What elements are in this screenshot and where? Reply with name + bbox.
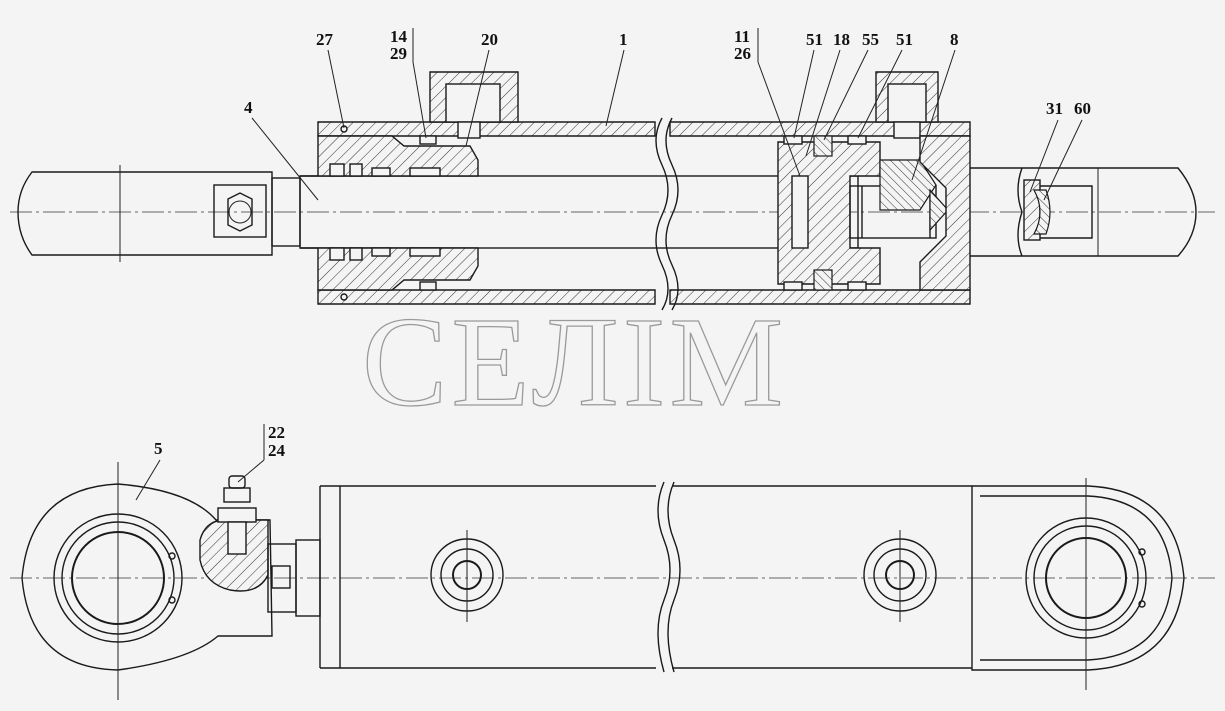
callout-51-b: 51	[896, 30, 913, 49]
clevis-top	[970, 167, 1197, 257]
grease-nipple-head	[223, 487, 251, 503]
callout-14: 14	[390, 27, 408, 46]
callout-27: 27	[316, 30, 334, 49]
piston-seal-bottom	[813, 269, 833, 291]
grease-nipple-nut	[217, 507, 257, 523]
port-hole-right	[893, 121, 921, 139]
port-hole-left	[457, 121, 481, 139]
break-line-top-b	[665, 117, 679, 311]
callout-4: 4	[244, 98, 253, 117]
grease-fitting-section	[199, 519, 269, 592]
callout-24: 24	[268, 441, 286, 460]
callout-18: 18	[833, 30, 850, 49]
port-right-plan	[863, 530, 937, 622]
grease-nipple-cap	[228, 475, 246, 489]
gland-seals	[329, 125, 441, 301]
callout-31: 31	[1046, 99, 1063, 118]
tube-wall-bottom-left	[317, 289, 656, 305]
callout-60: 60	[1074, 99, 1091, 118]
break-line-bottom-b	[667, 481, 681, 673]
clevis-break	[1017, 167, 1023, 257]
hex-nut-top	[227, 192, 253, 232]
callout-1: 1	[619, 30, 628, 49]
end-cap	[919, 135, 971, 291]
port-left-plan	[430, 530, 504, 622]
rod-tip-cone	[929, 188, 949, 232]
bushing-bore	[1040, 185, 1093, 239]
callout-11: 11	[734, 27, 750, 46]
grease-nipple-boss	[213, 184, 267, 238]
cap-end-eye	[971, 485, 1185, 671]
callout-26: 26	[734, 44, 751, 63]
piston-seal-top	[813, 135, 833, 157]
piston-guide-ring-bottom	[783, 281, 803, 291]
break-line-top-a	[655, 117, 669, 311]
piston-nut	[879, 159, 937, 211]
tube-wall-top-left	[317, 121, 656, 137]
break-line-bottom-a	[657, 481, 671, 673]
piston-guide-ring-bottom-b	[847, 281, 867, 291]
top-section-view	[10, 71, 1215, 311]
grease-nipple-stem	[227, 521, 247, 555]
rod-flat	[271, 565, 291, 589]
callout-55: 55	[862, 30, 879, 49]
callout-5: 5	[154, 439, 163, 458]
piston-guide-ring-top	[783, 135, 803, 145]
rod-end-eye	[21, 483, 273, 671]
bottom-callouts: 5 22 24	[135, 423, 286, 501]
callout-20: 20	[481, 30, 498, 49]
port-bore-right	[887, 83, 927, 123]
cap-end-eye-chamfer	[980, 495, 1173, 661]
piston-rod-ring	[791, 175, 809, 249]
callout-22: 22	[268, 423, 285, 442]
tube-wall-bottom-right	[669, 289, 971, 305]
callout-29: 29	[390, 44, 407, 63]
piston-rod	[299, 175, 859, 249]
hex-nut-circle	[228, 200, 252, 224]
cap-eye-retainer-b	[1138, 600, 1146, 608]
spherical-bearing	[1032, 189, 1051, 235]
rod-eye-retainer-b	[168, 596, 176, 604]
tube-left-segment	[319, 485, 656, 669]
rod-eye-retainer-a	[168, 552, 176, 560]
watermark-text: СЕЛІМ	[362, 291, 787, 433]
bottom-exterior-view	[10, 462, 1215, 700]
piston-guide-ring-top-b	[847, 135, 867, 145]
rod-end-eye-top	[17, 171, 273, 256]
cap-eye-retainer-a	[1138, 548, 1146, 556]
top-callouts: 27 14 29 20 1 4 11 26 51 18 55 51 8	[244, 27, 1091, 201]
tube-right-segment	[672, 485, 972, 669]
callout-8: 8	[950, 30, 959, 49]
callout-51-a: 51	[806, 30, 823, 49]
tube-wall-top-right	[669, 121, 971, 137]
